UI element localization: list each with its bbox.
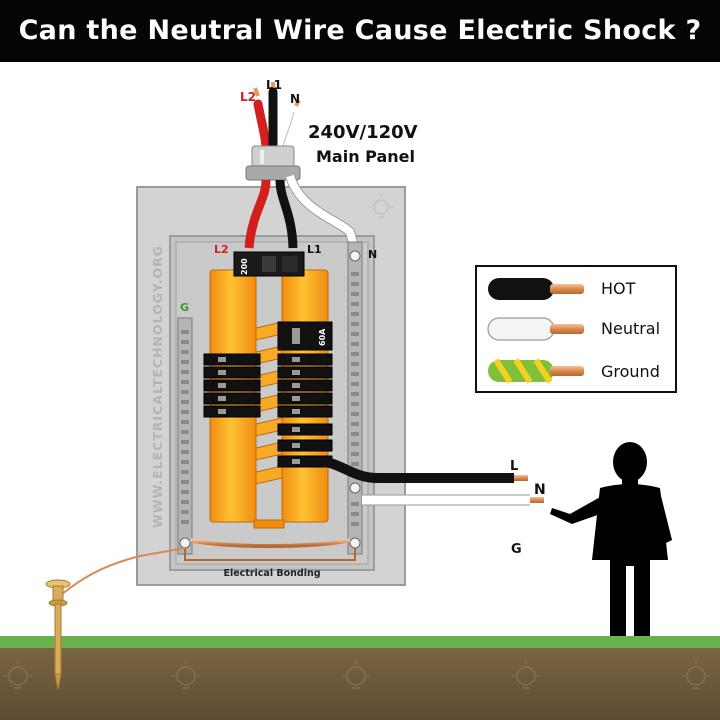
conduit-fitting: [245, 145, 301, 181]
legend-label-neutral: Neutral: [601, 319, 660, 338]
branch-breaker-rating: 60A: [318, 328, 327, 346]
soil-bulb-icons: [4, 660, 710, 689]
wire-legend: HOT Neutral Ground: [475, 265, 677, 393]
main-breaker-rating: 200: [240, 258, 249, 275]
bus-bar-fingers: [255, 321, 283, 485]
l2-service-wire: [253, 99, 271, 155]
g-bar-label: G: [180, 301, 189, 314]
grounding-electrode-conductor: [61, 547, 186, 595]
panel-name: Main Panel: [316, 147, 415, 166]
l2-copper-tip: [253, 87, 260, 97]
bus-bar-bottom: [253, 519, 285, 529]
bonding-label: Electrical Bonding: [223, 568, 320, 579]
main-breaker: [233, 251, 305, 277]
l2-top-label: L2: [240, 90, 256, 104]
line-output-label: L: [510, 459, 518, 474]
person-silhouette-icon: [550, 442, 672, 636]
neutral-circuit-tip: [530, 497, 544, 503]
neutral-bar: [347, 241, 363, 555]
l2-panel-wire: [244, 179, 271, 249]
l1-bus-label: L1: [307, 243, 322, 256]
branch-breakers-left: [203, 353, 261, 418]
n-copper-tip: [294, 99, 301, 107]
hot-circuit-tip: [514, 475, 528, 481]
branch-breakers-right: [277, 321, 333, 468]
watermark: WWW.ELECTRICALTECHNOLOGY.ORG: [150, 245, 165, 528]
page-title: Can the Neutral Wire Cause Electric Shoc…: [18, 15, 702, 46]
panel-bulb-icon: [369, 194, 393, 218]
n-top-label: N: [290, 92, 300, 106]
legend-hot-swatch: [488, 278, 584, 300]
bonding-jumper: [184, 538, 356, 561]
legend-label-ground: Ground: [601, 362, 660, 381]
title-bar: [0, 0, 720, 62]
n-bar-label: N: [368, 248, 377, 261]
n-panel-wire: [286, 174, 358, 248]
legend-ground-swatch: [488, 358, 584, 384]
l2-bus-label: L2: [214, 243, 229, 256]
l1-panel-wire: [275, 179, 298, 249]
ground-bar: [177, 317, 193, 555]
ground-rod-icon: [45, 579, 71, 691]
neutral-output-label: N: [534, 482, 546, 498]
l1-top-label: L1: [266, 78, 282, 92]
grass-strip: [0, 636, 720, 648]
ground-output-label: G: [511, 542, 522, 557]
legend-label-hot: HOT: [601, 279, 636, 298]
hot-circuit-wire: [321, 457, 514, 483]
panel-voltage: 240V/120V: [308, 122, 418, 143]
legend-neutral-swatch: [487, 317, 584, 341]
